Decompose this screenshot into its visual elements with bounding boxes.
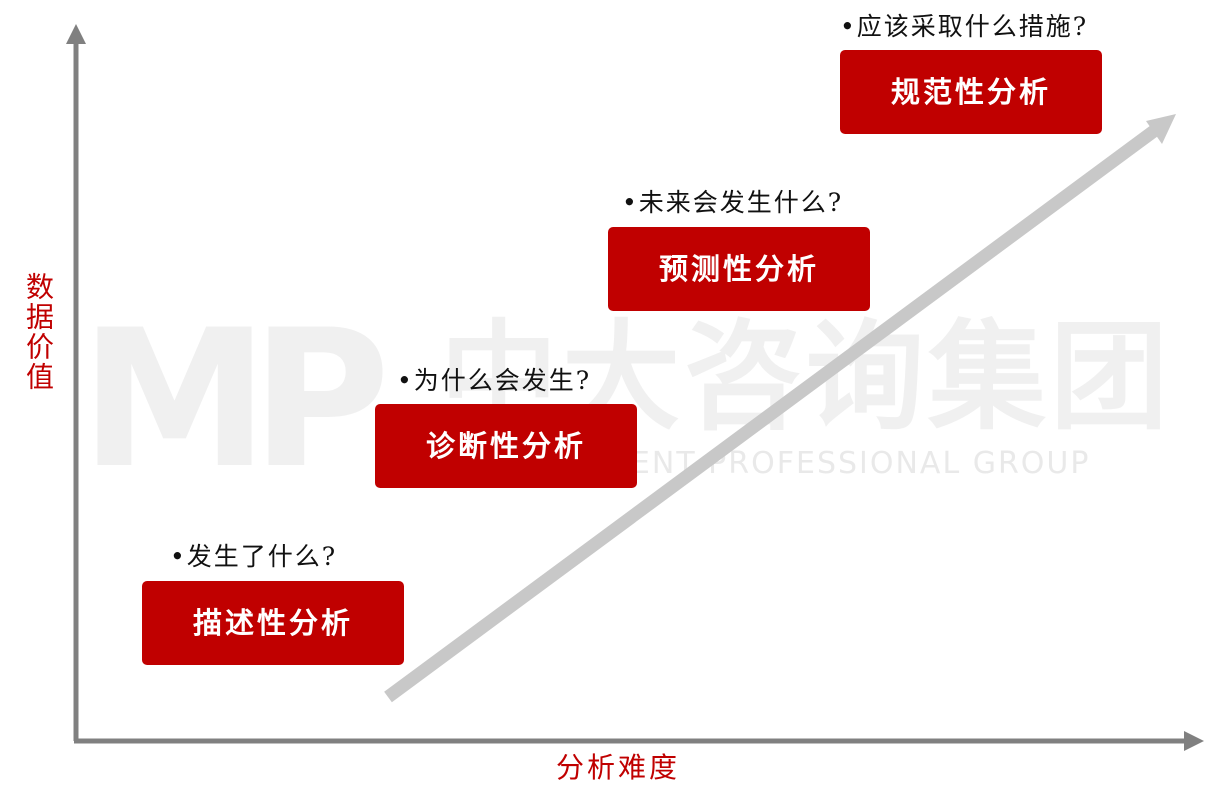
stage-label-box: 规范性分析	[840, 50, 1102, 134]
y-axis-label: 数据价值	[22, 272, 55, 392]
x-axis-label: 分析难度	[556, 751, 681, 784]
stage-question: •为什么会发生?	[397, 366, 592, 395]
stage-label-box: 描述性分析	[142, 581, 404, 665]
stage-label-box: 预测性分析	[608, 227, 870, 311]
y-axis-arrowhead	[66, 24, 86, 44]
stage-question: •未来会发生什么?	[622, 188, 844, 217]
stage-question: •发生了什么?	[170, 542, 338, 571]
stage-label-box: 诊断性分析	[375, 404, 637, 488]
trend-arrow-head	[1146, 114, 1176, 144]
trend-arrow	[384, 114, 1176, 703]
y-axis	[66, 24, 86, 741]
stage-question: •应该采取什么措施?	[840, 12, 1089, 41]
x-axis	[74, 731, 1204, 751]
x-axis-arrowhead	[1184, 731, 1204, 751]
trend-arrow-shaft	[384, 122, 1162, 703]
